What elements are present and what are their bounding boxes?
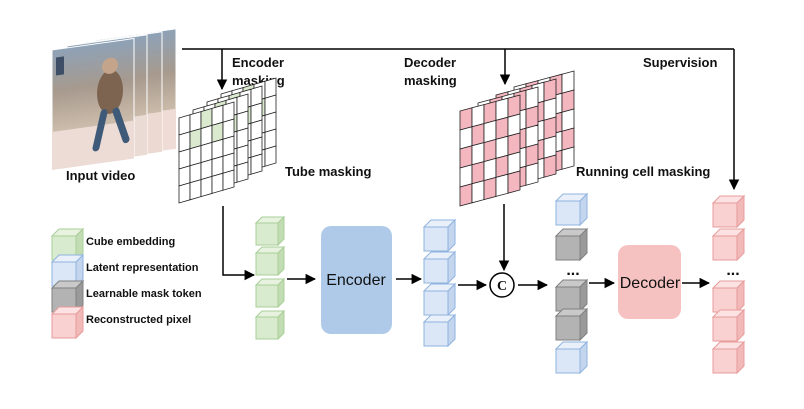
tube-masking-grids xyxy=(178,77,277,204)
encoder-box xyxy=(321,226,392,334)
latent-cube-1 xyxy=(422,218,457,253)
legend-item-reconstructed-pixel: Reconstructed pixel xyxy=(50,305,191,340)
running-cell-masking-label: Running cell masking xyxy=(576,164,710,179)
decoder-input-cube-2 xyxy=(554,227,589,262)
mask-frame-1 xyxy=(459,94,521,207)
concat-symbol: C xyxy=(497,279,507,294)
output-cube-3 xyxy=(711,279,746,314)
output-cube-5 xyxy=(711,340,746,375)
encoder-label: Encoder xyxy=(326,272,386,289)
latent-cube-3 xyxy=(422,282,457,317)
ellipsis-decoder-input: ... xyxy=(566,262,579,279)
decoder-input-cube-1 xyxy=(554,192,589,227)
decoder-block: Decoder xyxy=(618,245,681,319)
decoder-input-column xyxy=(554,192,589,375)
cube-embedding-cube-3 xyxy=(254,277,286,309)
decoder-masking-label-line1: Decoder xyxy=(404,55,456,70)
cube-embedding-cube-4 xyxy=(254,309,286,341)
decoder-masking-label-line2: masking xyxy=(404,73,457,88)
legend-label: Cube embedding xyxy=(86,236,175,248)
latent-cube-2 xyxy=(422,250,457,285)
concat-circle xyxy=(489,272,515,298)
legend-item-latent-representation: Latent representation xyxy=(50,253,199,288)
legend-cube-blue xyxy=(50,253,85,288)
routing-lines xyxy=(182,48,740,191)
tube-masking-label: Tube masking xyxy=(285,164,372,179)
running-cell-masking-grids xyxy=(459,70,575,207)
input-video-label: Input video xyxy=(66,168,135,183)
flow-arrows xyxy=(222,204,711,291)
latent-cube-4 xyxy=(422,313,457,348)
output-cube-1 xyxy=(711,194,746,229)
supervision-label: Supervision xyxy=(643,55,717,70)
reconstructed-output-column xyxy=(711,194,746,375)
legend-cube-pink xyxy=(50,305,85,340)
decoder-input-cube-4 xyxy=(554,307,589,342)
input-video-frames xyxy=(51,28,177,171)
output-cube-4 xyxy=(711,308,746,343)
mask-frame-1 xyxy=(178,101,235,204)
concat-node: C xyxy=(489,272,515,298)
legend-label: Latent representation xyxy=(86,262,199,274)
cube-embedding-column xyxy=(254,215,286,341)
decoder-input-cube-3 xyxy=(554,278,589,313)
legend-label: Reconstructed pixel xyxy=(86,314,191,326)
video-frame-1 xyxy=(51,37,135,171)
cube-embedding-cube-2 xyxy=(254,245,286,277)
latent-representation-column xyxy=(422,218,457,348)
output-cube-2 xyxy=(711,227,746,262)
encoder-block: Encoder xyxy=(321,226,392,334)
ellipsis-output: ... xyxy=(726,262,739,279)
encoder-masking-label-line1: Encoder xyxy=(232,55,284,70)
cube-embedding-cube-1 xyxy=(254,215,286,247)
decoder-label: Decoder xyxy=(620,275,681,292)
decoder-input-cube-5 xyxy=(554,340,589,375)
legend-label: Learnable mask token xyxy=(86,288,202,300)
decoder-box xyxy=(618,245,681,319)
legend: Cube embedding Latent representation Lea… xyxy=(50,227,202,340)
